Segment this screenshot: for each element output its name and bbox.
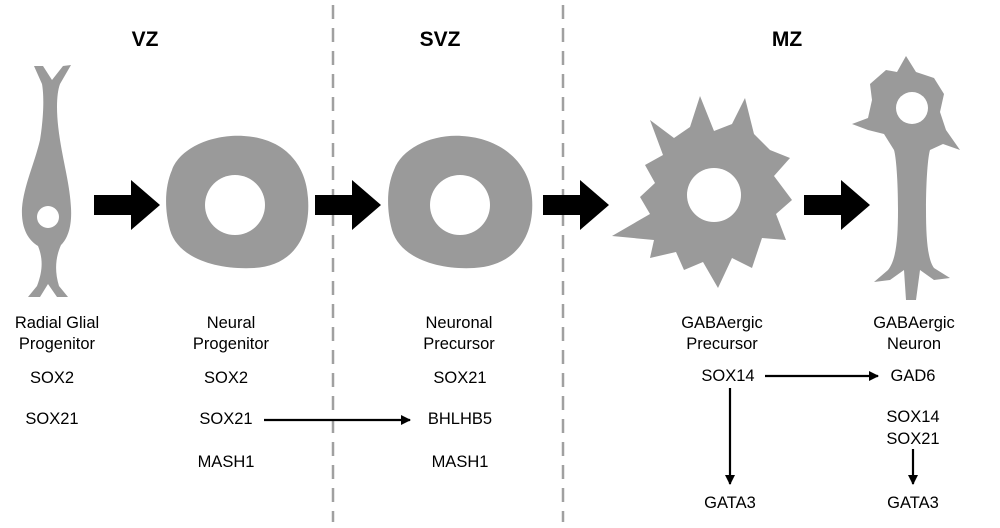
marker-sox21: SOX21 — [199, 410, 253, 428]
marker-mash1: MASH1 — [431, 453, 489, 471]
cell-name-line2: Precursor — [686, 335, 758, 353]
marker-gata3: GATA3 — [704, 494, 756, 512]
cell-name-line1: GABAergic — [873, 314, 955, 332]
neuronal-precursor-cell — [388, 135, 533, 269]
transition-arrow-3 — [543, 180, 609, 230]
gabaergic-precursor-cell — [612, 96, 792, 288]
cell-name-line1: Radial Glial — [14, 314, 100, 332]
marker-bhlhb5: BHLHB5 — [427, 410, 493, 428]
transition-arrow-1 — [94, 180, 160, 230]
cell-name-gabaergic-precursor: GABAergic Precursor — [647, 313, 797, 355]
marker-gad6: GAD6 — [890, 367, 936, 385]
cell-name-neuronal-precursor: Neuronal Precursor — [384, 313, 534, 355]
cell-name-line1: Neuronal — [425, 314, 493, 332]
marker-sox2: SOX2 — [203, 369, 249, 387]
radial-glial-progenitor-cell — [21, 65, 72, 297]
transition-arrow-2 — [315, 180, 381, 230]
marker-sox2: SOX2 — [29, 369, 75, 387]
zone-label-vz: VZ — [131, 28, 159, 51]
marker-gata3: GATA3 — [887, 494, 939, 512]
cell-name-line1: GABAergic — [681, 314, 763, 332]
zone-label-mz: MZ — [771, 28, 803, 51]
marker-sox14: SOX14 — [886, 408, 940, 426]
cell-name-line2: Progenitor — [18, 335, 96, 353]
marker-sox21: SOX21 — [433, 369, 487, 387]
cell-name-line2: Precursor — [423, 335, 495, 353]
marker-mash1: MASH1 — [197, 453, 255, 471]
gabaergic-neuron-cell — [852, 56, 960, 300]
marker-sox21: SOX21 — [25, 410, 79, 428]
cell-name-line1: Neural — [206, 314, 256, 332]
transition-arrow-4 — [804, 180, 870, 230]
neural-progenitor-cell — [166, 135, 309, 269]
zone-label-svz: SVZ — [419, 28, 461, 51]
cell-name-line2: Progenitor — [192, 335, 270, 353]
cell-name-gabaergic-neuron: GABAergic Neuron — [839, 313, 989, 355]
marker-sox21: SOX21 — [886, 430, 940, 448]
cell-name-line2: Neuron — [886, 335, 942, 353]
cell-name-radial-glial: Radial Glial Progenitor — [0, 313, 132, 355]
cell-name-neural-progenitor: Neural Progenitor — [156, 313, 306, 355]
marker-sox14: SOX14 — [701, 367, 755, 385]
